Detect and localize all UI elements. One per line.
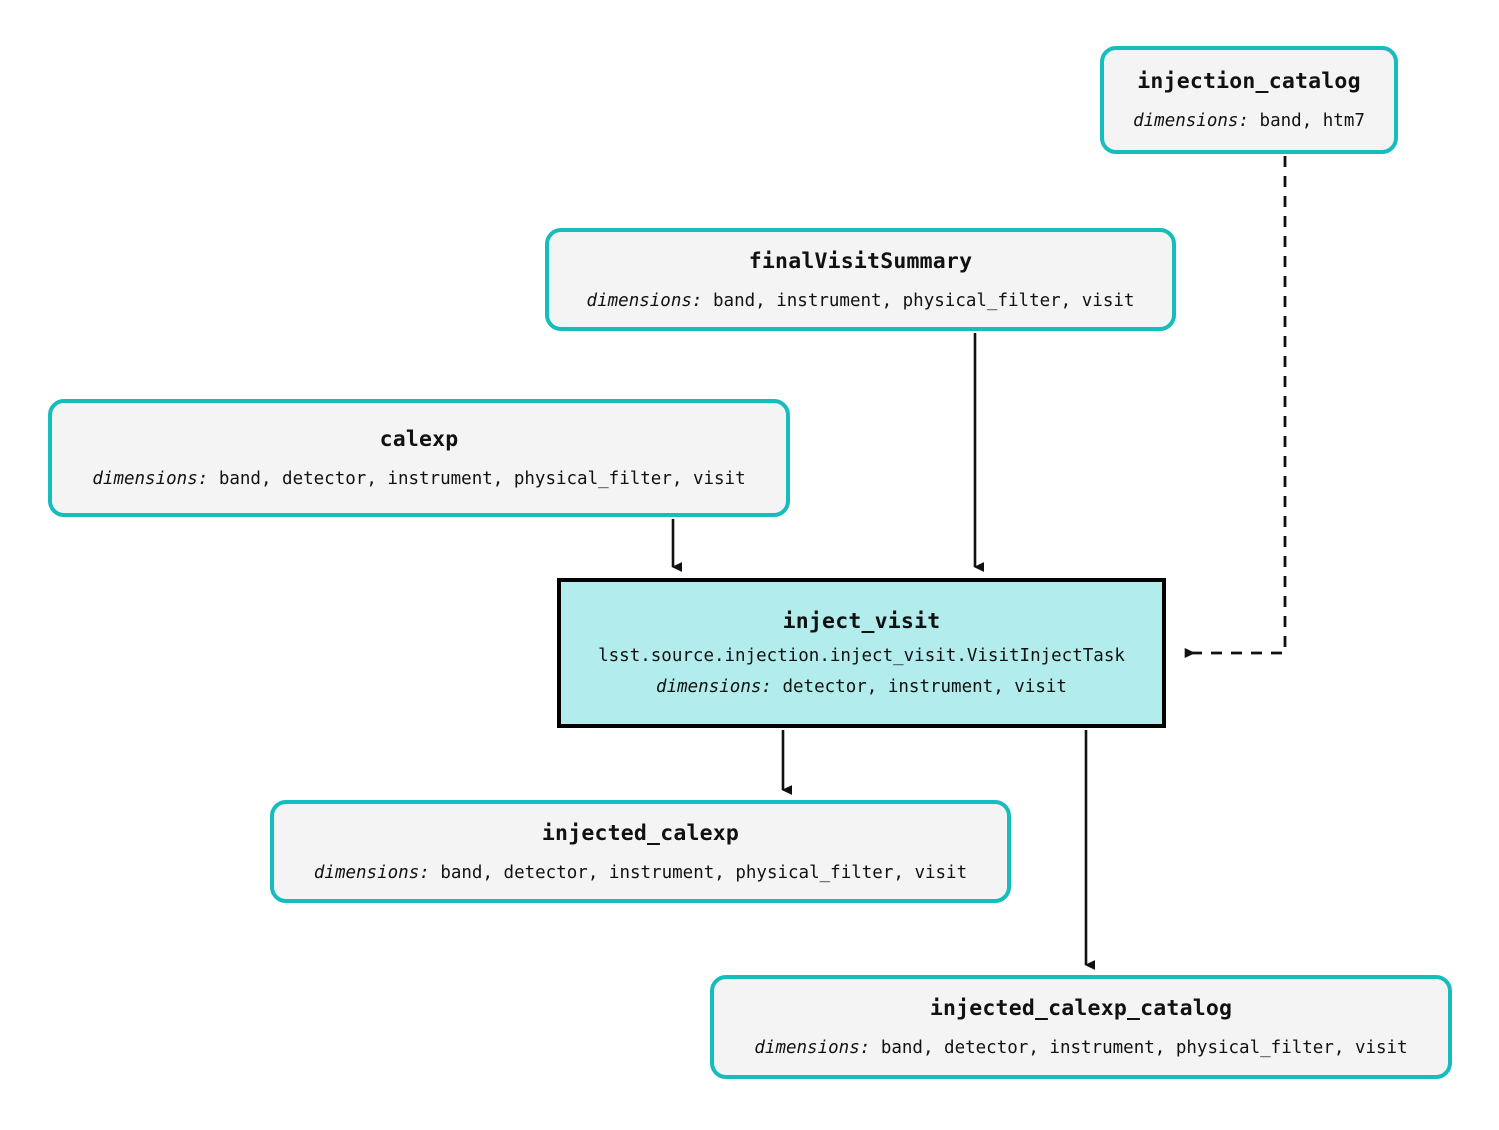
node-title: calexp bbox=[379, 427, 459, 452]
node-calexp[interactable]: calexp dimensions: band, detector, instr… bbox=[48, 399, 790, 517]
node-dimensions: dimensions: band, detector, instrument, … bbox=[92, 469, 745, 489]
node-injected-calexp-catalog[interactable]: injected_calexp_catalog dimensions: band… bbox=[710, 975, 1452, 1079]
edge-injection-catalog-to-inject-visit bbox=[1184, 156, 1287, 658]
dimensions-label: dimensions: bbox=[656, 677, 772, 697]
dimensions-value: band, detector, instrument, physical_fil… bbox=[880, 1038, 1408, 1058]
dimensions-label: dimensions: bbox=[1133, 111, 1249, 131]
node-dimensions: dimensions: detector, instrument, visit bbox=[656, 677, 1067, 697]
dimensions-value: detector, instrument, visit bbox=[782, 677, 1067, 697]
dimensions-value: band, detector, instrument, physical_fil… bbox=[218, 469, 746, 489]
node-dimensions: dimensions: band, htm7 bbox=[1133, 111, 1365, 131]
node-title: injected_calexp_catalog bbox=[929, 996, 1233, 1021]
node-inject-visit[interactable]: inject_visit lsst.source.injection.injec… bbox=[557, 578, 1166, 728]
node-title: inject_visit bbox=[782, 609, 941, 634]
node-task-class: lsst.source.injection.inject_visit.Visit… bbox=[598, 646, 1125, 666]
dimensions-value: band, detector, instrument, physical_fil… bbox=[440, 862, 968, 883]
node-injection-catalog[interactable]: injection_catalog dimensions: band, htm7 bbox=[1100, 46, 1398, 154]
node-final-visit-summary[interactable]: finalVisitSummary dimensions: band, inst… bbox=[545, 228, 1176, 331]
dimensions-value: band, htm7 bbox=[1259, 111, 1365, 131]
dimensions-label: dimensions: bbox=[92, 469, 209, 489]
dimensions-label: dimensions: bbox=[313, 862, 430, 883]
node-title: injected_calexp bbox=[541, 820, 740, 846]
node-title: finalVisitSummary bbox=[748, 248, 973, 274]
dimensions-label: dimensions: bbox=[586, 290, 703, 311]
dimensions-label: dimensions: bbox=[754, 1038, 871, 1058]
node-injected-calexp[interactable]: injected_calexp dimensions: band, detect… bbox=[270, 800, 1011, 903]
node-title: injection_catalog bbox=[1137, 69, 1361, 94]
node-dimensions: dimensions: band, detector, instrument, … bbox=[754, 1038, 1407, 1058]
dimensions-value: band, instrument, physical_filter, visit bbox=[713, 290, 1135, 311]
node-dimensions: dimensions: band, detector, instrument, … bbox=[314, 863, 967, 883]
node-dimensions: dimensions: band, instrument, physical_f… bbox=[587, 291, 1135, 311]
